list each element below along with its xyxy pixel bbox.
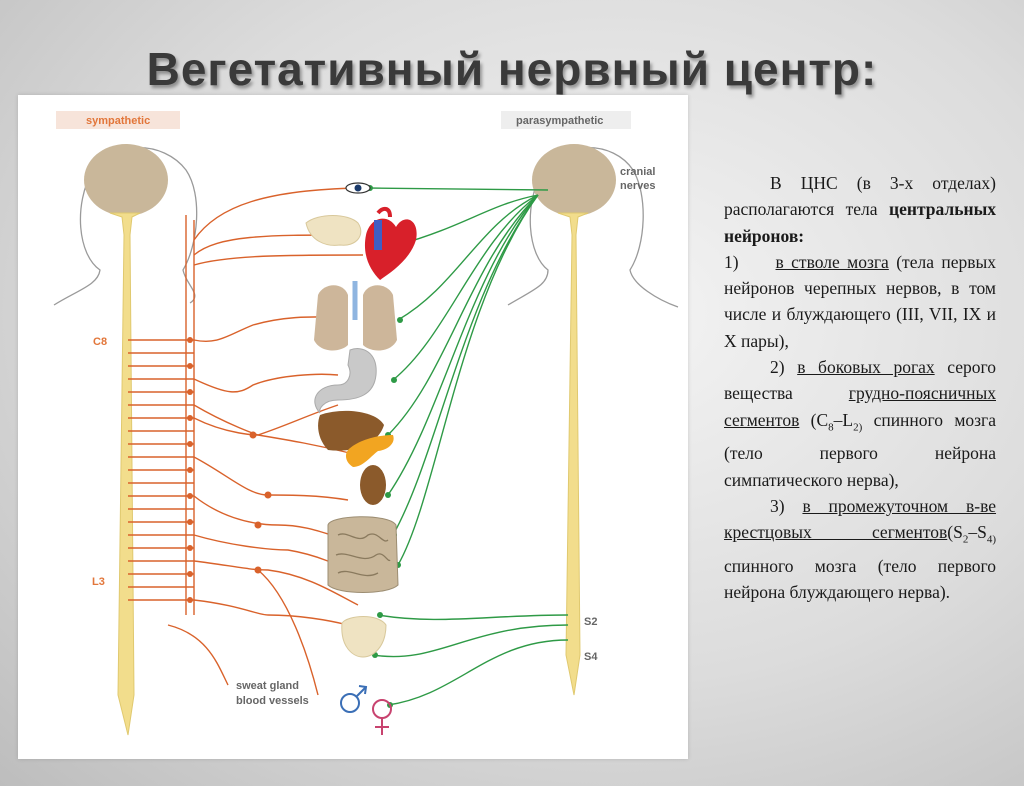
right-spinal-cord: [557, 212, 589, 696]
heart-icon: [364, 206, 417, 280]
item-2-underlined-1: в боковых рогах: [797, 357, 935, 378]
item-1-underlined: в стволе мозга: [775, 251, 889, 272]
parasympathetic-label: parasympathetic: [516, 115, 603, 127]
kidney-icon: [360, 465, 386, 505]
cranial-nerves-label-line2: nerves: [620, 180, 655, 192]
pancreas-icon: [345, 435, 394, 467]
item-2-text-mid: серого вещества: [724, 357, 997, 404]
salivary-gland-icon: [305, 215, 362, 246]
female-symbol-icon: [372, 699, 392, 735]
item-1-text: (тела первых нейронов черепных нервов, в…: [724, 251, 997, 351]
l3-label: L3: [92, 576, 105, 588]
intestines-icon: [327, 516, 399, 593]
right-brain: [532, 144, 616, 216]
intro-paragraph: В ЦНС (в 3-х отделах) располагаются тела…: [724, 170, 996, 249]
s4-label: S4: [584, 651, 598, 663]
left-spinal-cord: [109, 212, 141, 736]
sweat-gland-label: sweat gland: [236, 680, 299, 692]
left-brain: [84, 144, 168, 216]
sympathetic-chain: [128, 187, 364, 696]
s2-label: S2: [584, 616, 597, 628]
central-neurons-text: В ЦНС (в 3-х отделах) располагаются тела…: [724, 170, 996, 606]
parasympathetic-label-box: [501, 111, 631, 129]
c8-label: C8: [93, 336, 107, 348]
item-3-underlined: в промежуточном в-ве крестцовых сегменто…: [724, 496, 997, 543]
item-3: 3) в промежуточном в-ве крестцовых сегме…: [724, 493, 996, 606]
intro-text: В ЦНС (в 3-х отделах) располагаются тела: [724, 173, 996, 220]
item-1: 1) в стволе мозга (тела первых нейронов …: [724, 249, 996, 354]
parasympathetic-nerves: [367, 187, 569, 706]
item-3-number: 3): [770, 496, 785, 517]
stomach-icon: [314, 348, 377, 414]
bladder-icon: [341, 616, 387, 658]
item-2-number: 2): [770, 357, 785, 378]
sympathetic-ganglia: [187, 337, 272, 603]
item-2-underlined-2: грудно-поясничных сегментов: [724, 383, 996, 430]
item-2: 2) в боковых рогах серого вещества грудн…: [724, 354, 996, 493]
cranial-nerves-label-line1: cranial: [620, 166, 655, 178]
sympathetic-label: sympathetic: [86, 115, 150, 127]
autonomic-nervous-system-figure: sympathetic parasympathetic C8 L3 crania…: [18, 95, 688, 759]
item-1-number: 1): [724, 251, 739, 272]
intro-bold-text: центральных нейронов:: [724, 199, 996, 246]
item-2-text: спинного мозга (тело первого нейрона сим…: [724, 409, 997, 490]
male-symbol-icon: [340, 685, 368, 713]
item-3-segments: (S2–S4): [947, 522, 996, 546]
item-2-segments: (C8–L2): [810, 409, 863, 434]
blood-vessels-label: blood vessels: [236, 695, 309, 707]
lungs-icon: [314, 281, 397, 351]
sympathetic-label-box: [56, 111, 180, 129]
slide-title: Вегетативный нервный центр:: [146, 43, 878, 95]
eye-icon: [345, 182, 371, 194]
diagram-canvas: sympathetic parasympathetic C8 L3 crania…: [53, 111, 679, 736]
item-3-text: спинного мозга (тело первого нейрона блу…: [724, 556, 996, 603]
